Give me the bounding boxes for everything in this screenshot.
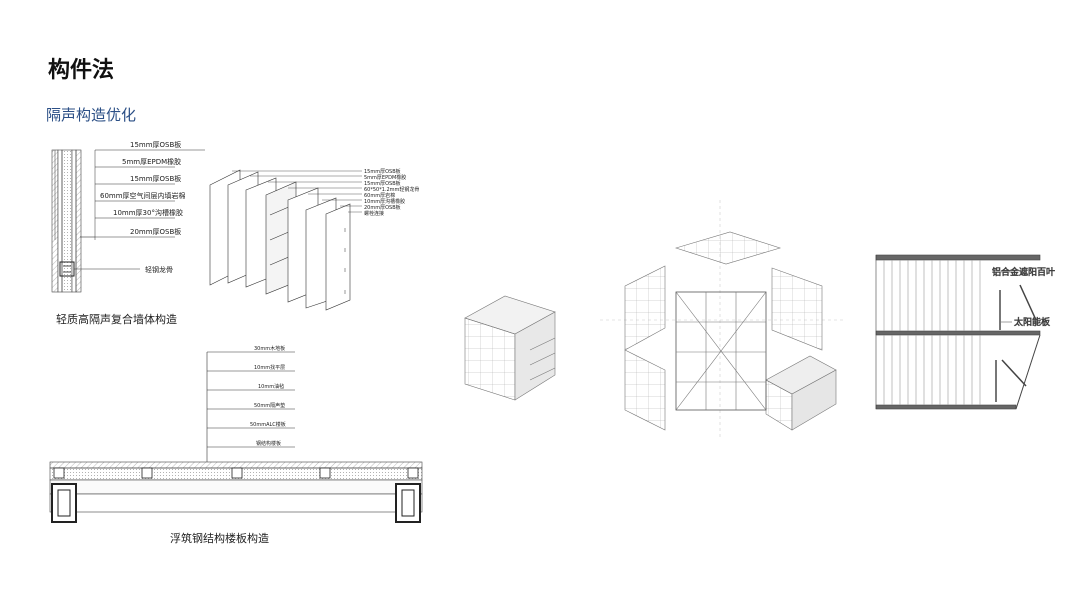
floor-label-1: 30mm木地板 <box>254 345 285 352</box>
wall-label-1: 15mm厚OSB板 <box>130 140 181 149</box>
floor-section-diagram: 30mm木地板 10mm找平层 10mm油毡 50mm隔声垫 50mmALC楼板… <box>49 345 423 523</box>
page-title: 构件法 <box>48 58 115 83</box>
floor-label-5: 50mmALC楼板 <box>250 421 286 428</box>
wall-stud-label: 轻钢龙骨 <box>145 265 173 274</box>
wall-label-3: 15mm厚OSB板 <box>130 174 181 183</box>
wall-exploded-labels: 15mm厚OSB板 5mm厚EPDM橡胶 15mm厚OSB板 60*50*1.2… <box>364 168 419 217</box>
exploded-label-7: 20mm厚OSB板 <box>364 204 401 211</box>
page-subtitle: 隔声构造优化 <box>46 106 137 124</box>
exploded-label-4: 60*50*1.2mm轻钢龙骨 <box>364 186 419 193</box>
facade-label-solar: 太阳能板 <box>1014 316 1050 328</box>
exploded-label-2: 5mm厚EPDM橡胶 <box>364 174 406 181</box>
floor-label-6: 钢结构楼板 <box>256 440 281 447</box>
wall-label-5: 10mm厚30°沟槽橡胶 <box>113 208 183 217</box>
floor-label-2: 10mm找平层 <box>254 364 285 371</box>
facade-section-drawing: 铝合金遮阳百叶 太阳能板 <box>875 254 1055 410</box>
wall-caption: 轻质高隔声复合墙体构造 <box>56 313 177 326</box>
exploded-label-3: 15mm厚OSB板 <box>364 180 401 187</box>
exploded-label-8: 螺栓连接 <box>364 210 384 217</box>
module-assembled-drawing <box>464 295 556 401</box>
module-exploded-drawing <box>600 200 845 440</box>
floor-label-4: 50mm隔声垫 <box>254 402 285 409</box>
wall-label-4: 60mm厚空气间层内填岩棉 <box>100 191 186 200</box>
exploded-label-6: 10mm厚沟槽橡胶 <box>364 198 405 205</box>
exploded-label-5: 60mm厚岩棉 <box>364 192 395 199</box>
wall-label-2: 5mm厚EPDM橡胶 <box>122 157 181 166</box>
floor-caption: 浮筑钢结构楼板构造 <box>170 532 269 545</box>
exploded-label-1: 15mm厚OSB板 <box>364 168 401 175</box>
floor-label-3: 10mm油毡 <box>258 383 284 390</box>
facade-label-louver: 铝合金遮阳百叶 <box>992 266 1055 278</box>
wall-label-6: 20mm厚OSB板 <box>130 227 181 236</box>
wall-section-diagram: 15mm厚OSB板 5mm厚EPDM橡胶 15mm厚OSB板 60mm厚空气间层… <box>51 140 205 293</box>
wall-exploded-diagram <box>209 169 362 311</box>
